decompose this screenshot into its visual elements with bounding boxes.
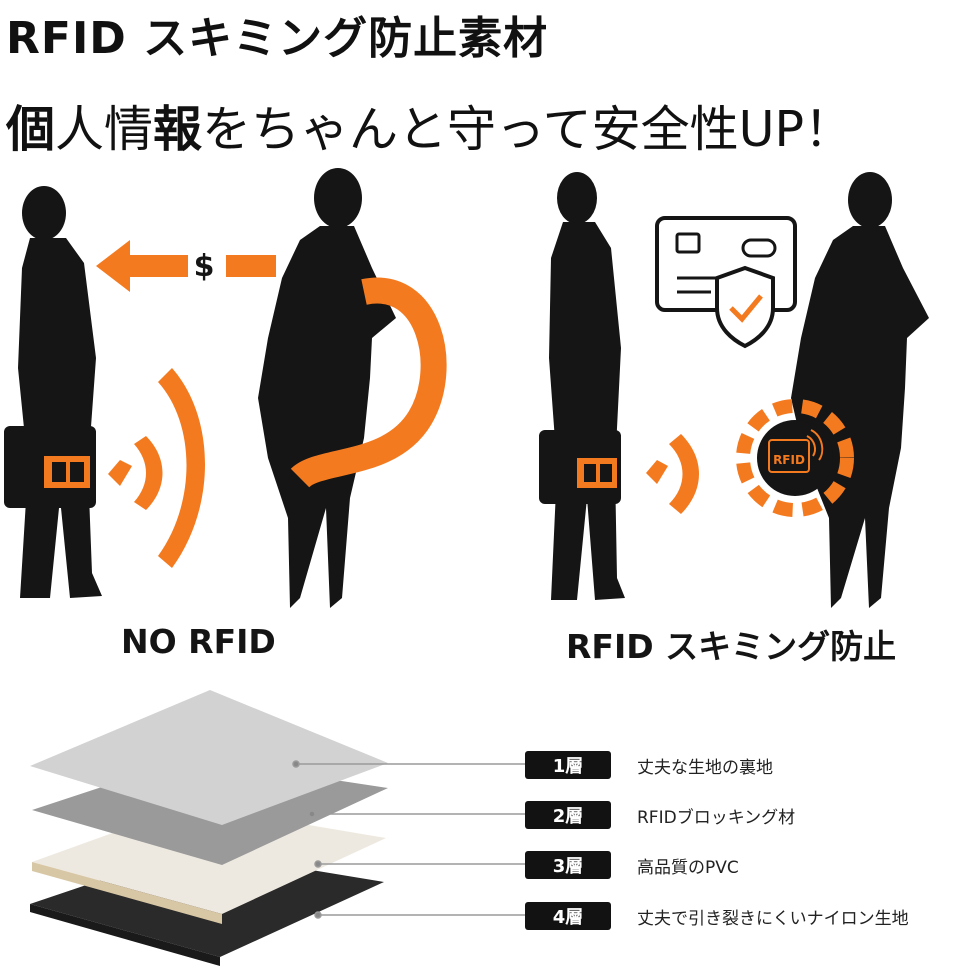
layer-description: 丈夫な生地の裏地 — [637, 757, 773, 778]
rfid-label: RFID — [773, 453, 805, 467]
caption-rfid-block: RFID スキミング防止 — [566, 627, 897, 666]
subtitle-part2: 人情 — [55, 101, 154, 158]
layer-row-4: 4層 丈夫で引き裂きにくいナイロン生地 — [525, 901, 909, 931]
scene-rfid-illustration: RFID — [539, 172, 929, 608]
briefcase — [539, 430, 621, 504]
money-icon: $ — [194, 249, 215, 284]
man-silhouette — [549, 172, 625, 600]
layer-stack-illustration — [30, 690, 525, 966]
skimming-loop — [290, 277, 447, 489]
shield-check-icon — [715, 265, 775, 349]
rfid-waves-icon — [108, 368, 205, 568]
subtitle-part4: をちゃんと守って安全性UP！ — [202, 101, 854, 158]
layer-1-sheet — [30, 690, 388, 825]
layer-badge: 4層 — [525, 902, 611, 930]
layer-description: RFIDブロッキング材 — [637, 807, 796, 828]
briefcase — [4, 426, 96, 508]
rfid-waves-icon — [646, 434, 699, 514]
scene-no-rfid-illustration: $ — [4, 168, 447, 608]
layer-badge: 1層 — [525, 751, 611, 779]
layer-row-2: 2層 RFIDブロッキング材 — [525, 800, 795, 830]
scene-rfid-block: RFID — [485, 168, 971, 623]
scene-no-rfid: $ — [0, 168, 480, 623]
rfid-signal-icon: RFID — [736, 399, 854, 517]
layer-diagram: 1層 丈夫な生地の裏地 2層 RFIDブロッキング材 3層 高品質のPVC 4層… — [0, 680, 971, 977]
page-subtitle: 個人情報をちゃんと守って安全性UP！ — [6, 90, 853, 161]
layer-row-3: 3層 高品質のPVC — [525, 850, 739, 880]
subtitle-part1: 個 — [6, 101, 56, 158]
layer-badge: 3層 — [525, 851, 611, 879]
man-silhouette — [18, 186, 102, 598]
layer-row-1: 1層 丈夫な生地の裏地 — [525, 750, 773, 780]
layer-badge: 2層 — [525, 801, 611, 829]
layer-description: 高品質のPVC — [637, 857, 739, 878]
page-title: RFID スキミング防止素材 — [6, 13, 549, 64]
woman-silhouette — [791, 172, 929, 608]
caption-no-rfid: NO RFID — [121, 622, 276, 661]
woman-silhouette — [258, 168, 396, 608]
subtitle-part3: 報 — [153, 101, 203, 158]
layer-description: 丈夫で引き裂きにくいナイロン生地 — [637, 908, 909, 929]
